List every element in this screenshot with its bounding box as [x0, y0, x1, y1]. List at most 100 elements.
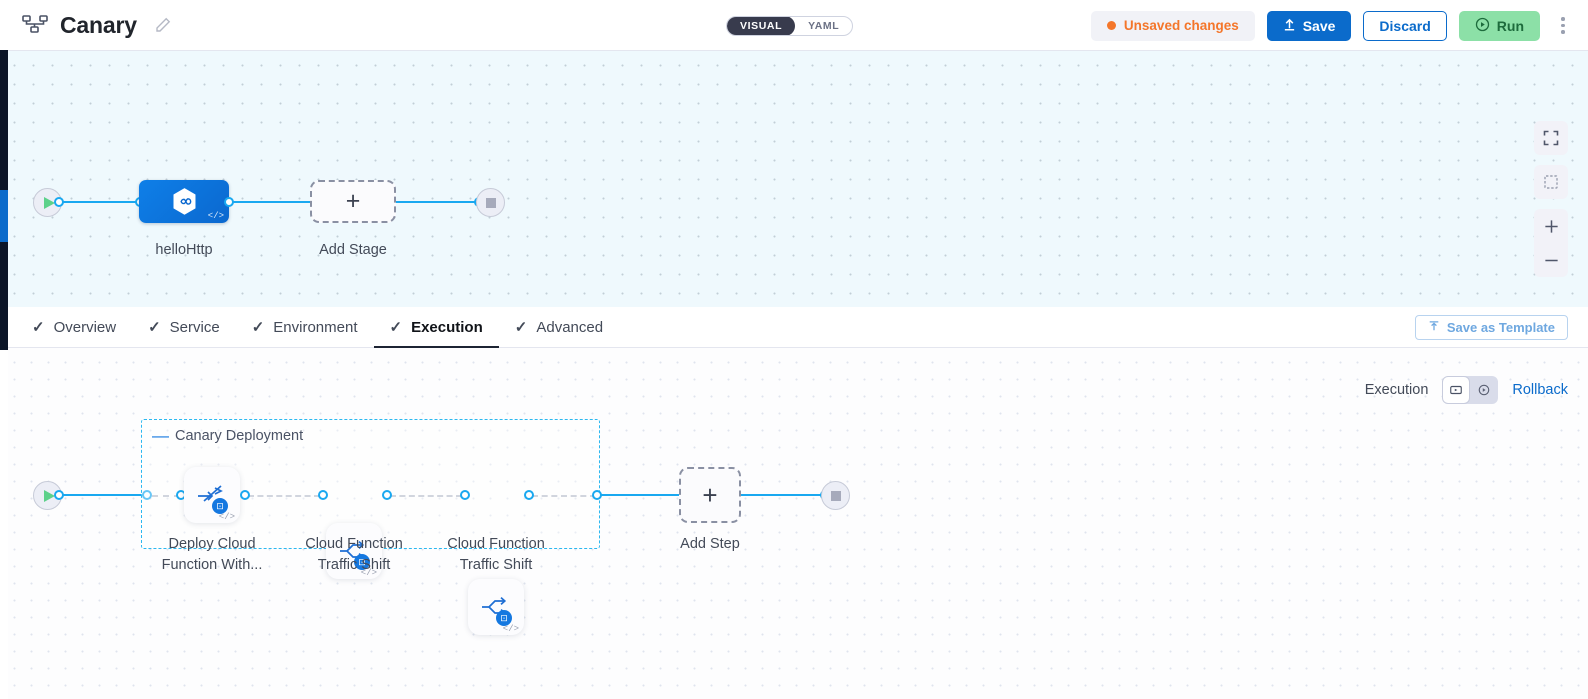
check-icon: ✓ — [32, 319, 45, 336]
step-node-traffic-shift-2[interactable]: ⊡ </> — [468, 579, 524, 635]
execution-view-icon[interactable] — [1442, 376, 1471, 404]
stage-node-hellohttp[interactable]: </> — [139, 180, 229, 223]
tab-overview[interactable]: ✓ Overview — [16, 307, 132, 348]
group-input-port[interactable] — [142, 490, 152, 500]
save-label: Save — [1302, 17, 1336, 34]
pipeline-end-node[interactable] — [476, 188, 505, 217]
save-as-template-label: Save as Template — [1446, 320, 1555, 335]
check-icon: ✓ — [148, 319, 161, 336]
step-code-icon: </> — [502, 624, 519, 634]
stage-label: helloHttp — [155, 242, 213, 258]
pencil-icon[interactable] — [155, 17, 171, 33]
edge-exec-start — [56, 494, 146, 497]
step-1-output-port[interactable] — [240, 490, 250, 500]
step-2-label: Cloud Function Traffic Shift — [305, 536, 403, 573]
template-icon — [1428, 320, 1440, 335]
step-node-deploy-cloud-function[interactable]: ⊡ </> — [184, 467, 240, 523]
step-version-badge: ⊡ — [212, 498, 228, 514]
step-group-header[interactable]: — Canary Deployment — [152, 427, 303, 444]
header-actions: Unsaved changes Save Discard — [1090, 0, 1574, 51]
tab-label: Execution — [411, 318, 483, 336]
page-title: Canary — [60, 11, 137, 38]
unsaved-dot-icon — [1106, 21, 1116, 30]
save-button[interactable]: Save — [1266, 10, 1352, 41]
execution-end-node[interactable] — [821, 481, 850, 510]
tab-execution[interactable]: ✓ Execution — [373, 307, 500, 349]
step-3-output-port[interactable] — [524, 490, 534, 500]
step-code-icon: </> — [360, 568, 377, 578]
step-version-badge: ⊡ — [496, 610, 512, 626]
edge-dashed-3 — [390, 495, 462, 497]
execution-canvas[interactable]: Execution Rollback — [0, 348, 1588, 699]
execution-label: Execution — [1364, 382, 1429, 398]
select-box-icon[interactable] — [1534, 165, 1568, 199]
fullscreen-icon[interactable] — [1534, 121, 1568, 155]
execution-toolbar: Execution Rollback — [1365, 376, 1568, 404]
start-output-port[interactable] — [54, 197, 64, 207]
toggle-yaml[interactable]: YAML — [808, 20, 840, 32]
left-rail-active-indicator — [0, 190, 8, 242]
discard-button[interactable]: Discard — [1363, 10, 1447, 41]
app-header: Canary VISUAL YAML Unsaved changes — [0, 0, 1588, 51]
add-stage-label: Add Stage — [319, 242, 387, 258]
step-group-label: Canary Deployment — [175, 427, 304, 444]
plus-icon: + — [345, 187, 361, 215]
step-version-badge: ⊡ — [354, 554, 370, 570]
unsaved-label: Unsaved changes — [1123, 18, 1239, 33]
edge-dashed-4 — [532, 495, 596, 497]
edge-group-to-addstep — [600, 494, 685, 497]
kebab-menu-icon[interactable] — [1552, 11, 1574, 41]
play-icon — [43, 196, 55, 209]
execution-start-port[interactable] — [54, 490, 64, 500]
discard-label: Discard — [1379, 17, 1431, 34]
step-3-input-port[interactable] — [460, 490, 470, 500]
step-node-traffic-shift-1[interactable]: ⊡ </> — [326, 523, 382, 579]
add-stage-button[interactable]: + — [310, 180, 396, 223]
canvas-controls — [1534, 121, 1568, 277]
save-as-template-button[interactable]: Save as Template — [1414, 315, 1568, 340]
play-icon — [43, 489, 55, 502]
run-button[interactable]: Run — [1458, 10, 1540, 41]
tab-label: Service — [169, 318, 220, 336]
rollback-link[interactable]: Rollback — [1512, 382, 1568, 398]
edge-dashed-1 — [152, 495, 180, 497]
check-icon: ✓ — [251, 319, 265, 336]
add-step-button[interactable]: + — [679, 467, 741, 523]
step-3-label: Cloud Function Traffic Shift — [447, 536, 545, 573]
check-icon: ✓ — [514, 319, 528, 336]
left-nav-rail — [0, 50, 8, 699]
upload-icon — [1283, 18, 1296, 34]
zoom-out-button[interactable] — [1534, 243, 1568, 277]
rollback-view-icon[interactable] — [1470, 376, 1498, 404]
tab-advanced[interactable]: ✓ Advanced — [499, 307, 619, 348]
tab-service[interactable]: ✓ Service — [132, 307, 236, 348]
stage-output-port[interactable] — [224, 197, 234, 207]
step-1-label: Deploy Cloud Function With... — [161, 536, 263, 573]
header-left: Canary — [0, 12, 171, 39]
left-rail-lower — [0, 350, 8, 699]
cloud-function-hex-icon — [171, 187, 198, 217]
check-icon: ✓ — [389, 319, 403, 336]
section-tabs: ✓ Overview ✓ Service ✓ Environment ✓ Exe… — [0, 307, 1588, 349]
collapse-minus-icon[interactable]: — — [152, 426, 169, 445]
deploy-cloud-function-icon — [198, 485, 223, 502]
plus-icon: + — [702, 479, 718, 510]
tab-environment[interactable]: ✓ Environment — [236, 307, 374, 348]
stop-icon — [485, 197, 496, 208]
toggle-visual[interactable]: VISUAL — [727, 17, 796, 35]
zoom-controls — [1534, 209, 1568, 277]
run-label: Run — [1496, 17, 1524, 34]
step-2-output-port[interactable] — [382, 490, 392, 500]
tab-label: Environment — [273, 318, 358, 336]
status-badge: Unsaved changes — [1090, 10, 1255, 41]
execution-mode-toggle[interactable] — [1442, 376, 1499, 404]
step-2-input-port[interactable] — [318, 490, 328, 500]
stage-code-icon: </> — [207, 211, 224, 221]
view-mode-toggle[interactable]: VISUAL YAML — [726, 16, 854, 36]
group-output-port[interactable] — [592, 490, 602, 500]
zoom-in-button[interactable] — [1534, 209, 1568, 243]
add-step-label: Add Step — [680, 536, 740, 552]
stage-canvas[interactable]: </> helloHttp + Add Stage — [0, 51, 1588, 307]
play-circle-icon — [1475, 17, 1490, 35]
